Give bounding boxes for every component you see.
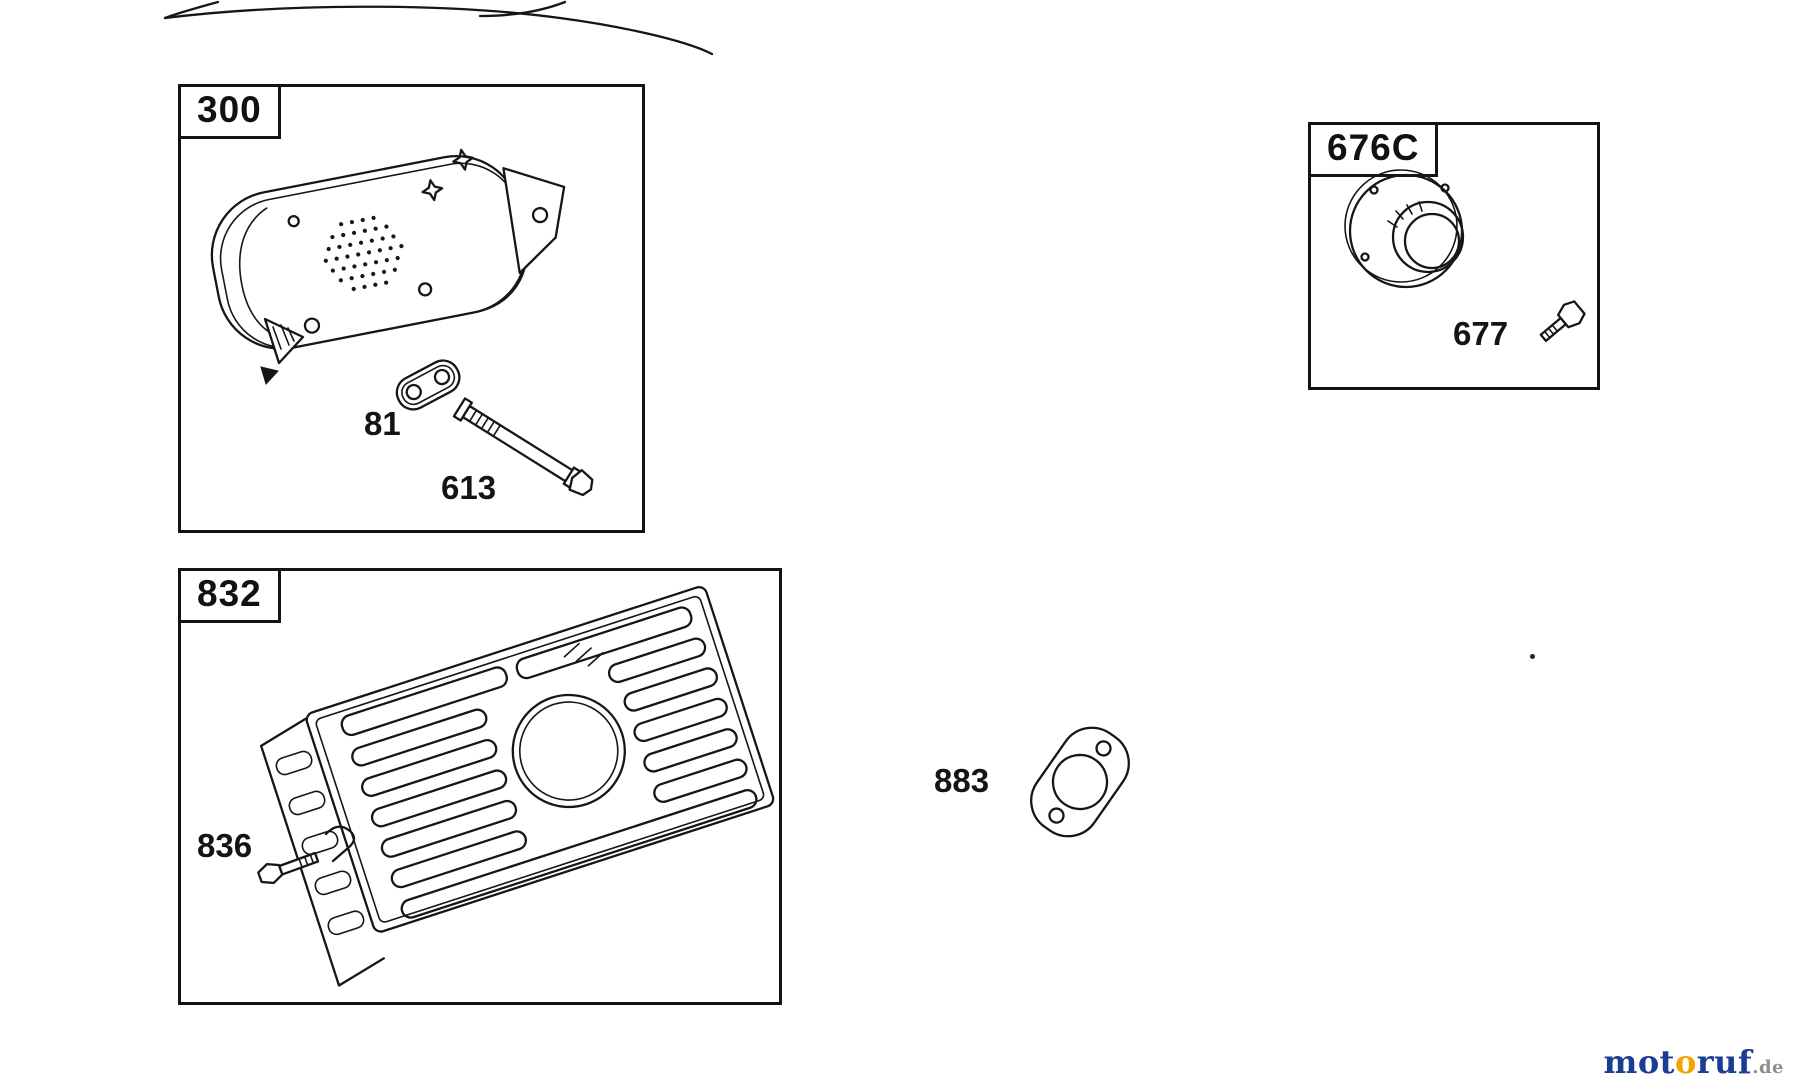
part-label-613: 613 (441, 469, 497, 506)
bolt-836-drawing (257, 851, 320, 885)
panel-deflector: 676C 677 (1308, 122, 1600, 390)
bolt-613-drawing (452, 397, 594, 497)
watermark-suffix: .de (1752, 1057, 1784, 1078)
deflector-flange (1344, 169, 1465, 289)
guard-opening (511, 693, 626, 809)
muffler-illustration (210, 148, 594, 497)
watermark-part2: o (1674, 1043, 1697, 1081)
panel-muffler-guard: 832 (178, 568, 782, 1005)
guard-side-flange (259, 717, 385, 987)
muffler-guard-illustration (257, 586, 775, 987)
muffler-body (210, 148, 566, 350)
panel-muffler: 300 (178, 84, 645, 533)
part-label-883: 883 (934, 762, 990, 799)
deflector-flap (260, 317, 305, 385)
panel-676C-number: 676C (1327, 127, 1420, 168)
bolt-677-drawing (1539, 300, 1586, 342)
stray-mark (1530, 654, 1535, 659)
deflector-illustration (1344, 169, 1586, 342)
part-label-677: 677 (1453, 315, 1509, 352)
perforation-dots (323, 215, 406, 292)
gasket-883-illustration (1030, 726, 1130, 838)
panel-832-number: 832 (197, 573, 262, 614)
star-cutout (421, 179, 444, 202)
watermark-part1: mot (1603, 1043, 1675, 1081)
gasket-81-drawing (395, 359, 461, 411)
watermark-part3: ruf (1696, 1043, 1753, 1081)
retainer-clip (324, 825, 356, 863)
panel-label-676C: 676C (1308, 122, 1439, 177)
cropped-figure-lines (163, 0, 714, 56)
part-label-81: 81 (364, 405, 401, 442)
panel-label-832: 832 (178, 568, 281, 623)
panel-label-300: 300 (178, 84, 281, 139)
guard-grille (259, 586, 775, 987)
star-cutout (452, 148, 475, 171)
part-label-836: 836 (197, 827, 253, 864)
panel-300-number: 300 (197, 89, 262, 130)
watermark-motoruf: motoruf.de (1603, 1043, 1784, 1081)
